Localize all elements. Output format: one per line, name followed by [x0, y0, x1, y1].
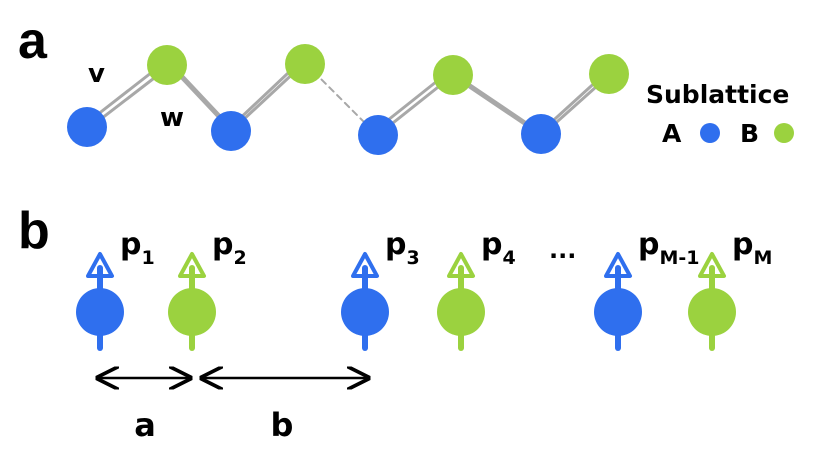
spin-arrow-head [604, 252, 632, 278]
spin-label-base: p [638, 227, 659, 262]
spin-label-sub: M-1 [659, 247, 699, 269]
spin-label-base: p [385, 227, 406, 262]
spin-2: p2 [168, 227, 247, 351]
spin-arrow-head [351, 252, 379, 278]
spin-label-sub: 3 [406, 247, 419, 269]
spin-label-base: p [481, 227, 502, 262]
spin-label-base: p [732, 227, 753, 262]
site-a [521, 114, 561, 154]
spin-arrow-head [178, 252, 206, 278]
site-b [433, 55, 473, 95]
spin-3: p3 [341, 227, 420, 351]
spin-label-sub: 4 [502, 247, 515, 269]
spin-site [76, 288, 124, 336]
site-a [67, 107, 107, 147]
spin-label-sub: 2 [233, 247, 246, 269]
bond-v-label: v [88, 59, 105, 89]
panel-b-label: b [18, 202, 50, 260]
spin-site [594, 288, 642, 336]
legend-b-label: B [740, 119, 759, 148]
legend-a-swatch [700, 123, 720, 143]
sublattice-legend: Sublattice A B [646, 80, 794, 148]
legend-title: Sublattice [646, 80, 789, 109]
spin-label-sub: 1 [141, 247, 154, 269]
spin-site [168, 288, 216, 336]
spin-arrow-head [698, 252, 726, 278]
distance-b-label: b [271, 406, 294, 444]
spin-site [437, 288, 485, 336]
spin-label-sub: M [753, 247, 772, 269]
spin-6: pM [688, 227, 772, 351]
spin-label-base: p [212, 227, 233, 262]
spin-label-base: p [120, 227, 141, 262]
spin-arrow-head [447, 252, 475, 278]
bond-w-label: w [160, 103, 184, 133]
spin-site [688, 288, 736, 336]
spin-arrow-head [86, 252, 114, 278]
spin-5: pM-1 [594, 227, 700, 351]
spin-label: pM-1 [638, 227, 700, 269]
spin-site [341, 288, 389, 336]
site-a [211, 111, 251, 151]
site-a [358, 115, 398, 155]
spin-label: p4 [481, 227, 516, 269]
legend-a-label: A [662, 119, 682, 148]
legend-b-swatch [774, 123, 794, 143]
spin-label: p2 [212, 227, 247, 269]
spin-label: p1 [120, 227, 155, 269]
spin-1: p1 [76, 227, 155, 351]
site-b [147, 45, 187, 85]
chain-sites [67, 44, 629, 155]
spin-label: pM [732, 227, 772, 269]
distance-a-label: a [134, 406, 156, 444]
site-b [285, 44, 325, 84]
panel-a-label: a [18, 12, 48, 70]
spin-label: p3 [385, 227, 420, 269]
site-b [589, 54, 629, 94]
ellipsis: ... [549, 236, 576, 264]
spin-4: p4 [437, 227, 516, 351]
